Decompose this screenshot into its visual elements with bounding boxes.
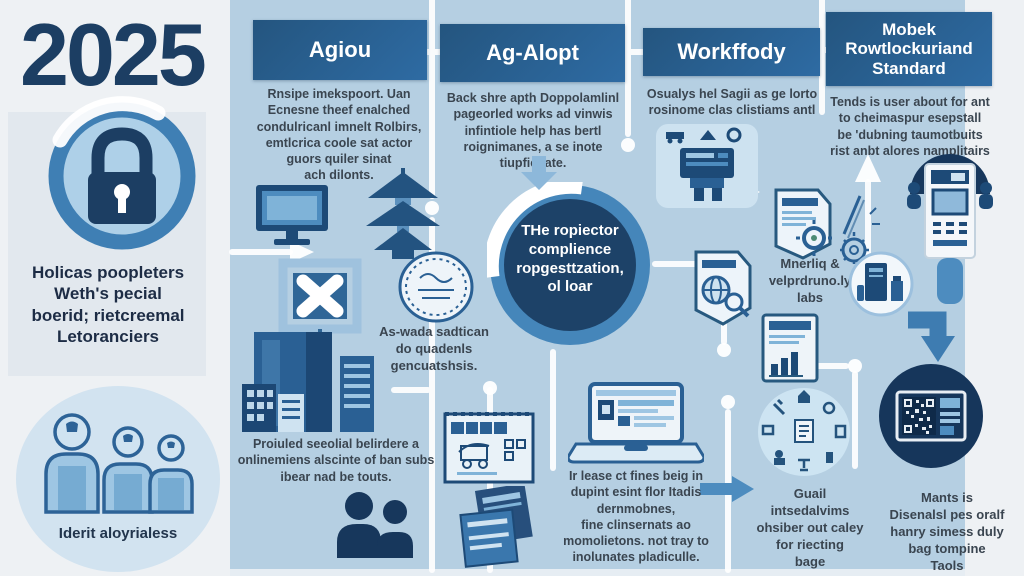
guail-note: Guail intsedalvims ohsiber out caley for… [756, 486, 864, 569]
pagoda-icon [366, 168, 440, 259]
bottom-strip [230, 569, 965, 576]
mnerliq-note: Mnerliq & velprdruno.ly labs [768, 256, 852, 305]
body-ag-alopt: Back shre apth Doppolamlinl pageorled wo… [446, 91, 620, 170]
header-agiou: Agiou [253, 20, 427, 80]
arrow-down-icon [521, 156, 557, 190]
qr-code-circle-icon [879, 364, 983, 468]
books-circle-icon [848, 251, 914, 317]
bent-arrow-icon [908, 311, 955, 362]
center-circle-text: THe ropiector complience ropgesttzation,… [516, 222, 624, 296]
aswada-note: As-wada sadtican do quadenls gencuatshsi… [379, 324, 489, 373]
buildings-icon [242, 332, 374, 432]
persons-pair-icon [337, 492, 413, 558]
blueprint-card-icon [443, 412, 535, 484]
x-square-icon [278, 258, 362, 336]
irlease-note: Ir lease ct fines beig in dupint esint f… [563, 469, 709, 565]
gear-sketch-icon [840, 195, 880, 264]
monitor-icon [256, 185, 328, 245]
center-circle [487, 182, 650, 345]
header-workffody: Workffody [643, 28, 820, 76]
laptop-icon [568, 382, 704, 464]
year-title: 2025 [20, 5, 207, 104]
arrow-right-icon [700, 476, 754, 502]
proiuled-note: Proiuled seeolial belirdere a onlinemien… [237, 437, 435, 484]
kiosk-scanner-icon [907, 154, 993, 304]
people-group-icon [44, 413, 194, 514]
doc-pages-icon [459, 486, 533, 568]
body-agiou: Rnsipe imekspoort. Uan Ecnesne theef ena… [256, 87, 422, 183]
shield-globe-icon [694, 250, 752, 326]
body-workffody: Osualys hel Sagii as ge lorto rosinome c… [646, 87, 818, 118]
ring-diagram-icon [758, 388, 850, 476]
robot-console-icon [656, 124, 758, 208]
doc-chart-icon [761, 313, 819, 383]
mants-note: Mants is Disenalsl pes oralf hanry simes… [889, 490, 1005, 573]
seal-icon [398, 251, 474, 323]
header-mobek-standard: Mobek Rowtlockuriand Standard [826, 12, 992, 86]
identity-caption: Iderit aloyrialess [58, 525, 178, 542]
lock-icon [48, 96, 196, 250]
body-mobek-standard: Tends is user about for ant to cheimaspu… [830, 95, 990, 158]
shield-gear-icon [774, 188, 832, 260]
left-panel-caption: Holicas poopleters Weth's pecial boerid;… [31, 263, 185, 346]
header-ag-alopt: Ag-Alopt [440, 24, 625, 82]
